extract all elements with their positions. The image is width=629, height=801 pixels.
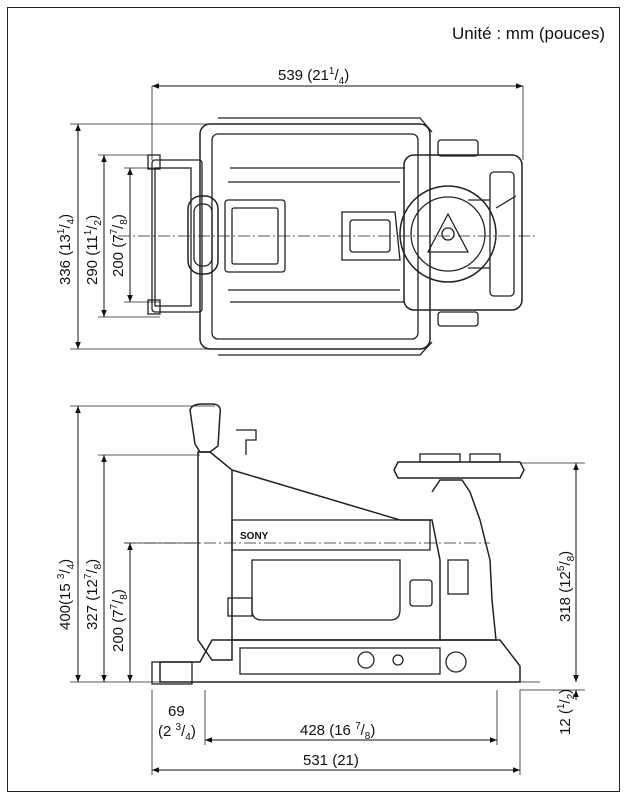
offset-left-inches: (2 3/4) [158,722,196,743]
top-height-inner-label: 200 (77/8) [109,214,130,277]
top-height-mid-label: 290 (111/2) [83,215,104,285]
top-view-dimensions [75,83,523,349]
brand-mark: SONY [240,531,269,542]
top-view [70,86,535,356]
top-width-label: 539 (211/4) [278,66,349,87]
unit-label: Unité : mm (pouces) [451,24,605,43]
side-view-dimensions [75,406,579,773]
side-height-total-label: 400(15 3/4) [56,559,77,630]
offset-left-value: 69 [168,703,185,720]
top-height-outer-label: 336 (131/4) [56,214,77,285]
side-height-right-label: 318 (125/8) [556,551,577,622]
total-length-label: 531 (21) [303,752,359,769]
side-height-handle-label: 327 (127/8) [83,559,104,630]
base-length-label: 428 (16 7/8) [300,721,375,742]
sheet-frame [7,7,620,792]
foot-height-label: 12 (1/2) [556,689,577,735]
side-height-center-label: 200 (77/8) [109,589,130,652]
side-view [70,403,585,775]
